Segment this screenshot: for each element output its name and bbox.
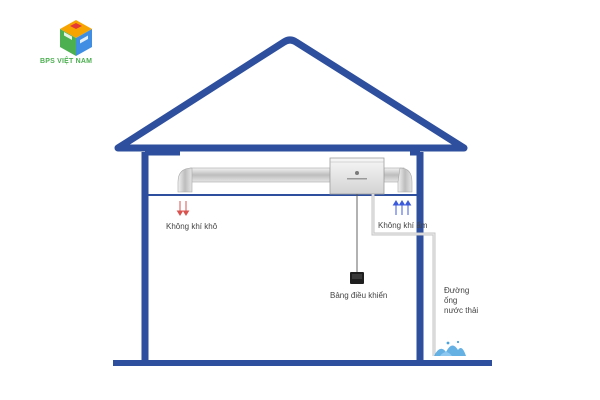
control-panel-device [350,272,364,284]
dry-air-label: Không khí khô [166,222,218,231]
humid-air-arrows [392,200,412,215]
bps-logo-icon [60,20,92,56]
dry-air-arrows [176,201,190,216]
humid-air-label: Không khí ẩm [378,221,428,230]
drain-pipe-label-line2: nước thải [444,306,479,315]
right-duct-elbow [397,167,413,193]
water-splash-icon [434,340,466,356]
left-duct [189,167,331,183]
roof-outline [114,36,468,152]
control-panel-label: Bảng điều khiển [330,291,388,300]
brand-name: BPS VIỆT NAM [40,58,93,65]
left-duct-elbow [177,167,193,193]
drain-pipe-label-line1: Đường ống [444,286,470,305]
dehumidifier-unit [329,157,385,195]
drain-pipe [371,194,436,356]
drain-pipe-label: Đường ống nước thải [444,286,484,316]
house-walls [141,148,424,361]
